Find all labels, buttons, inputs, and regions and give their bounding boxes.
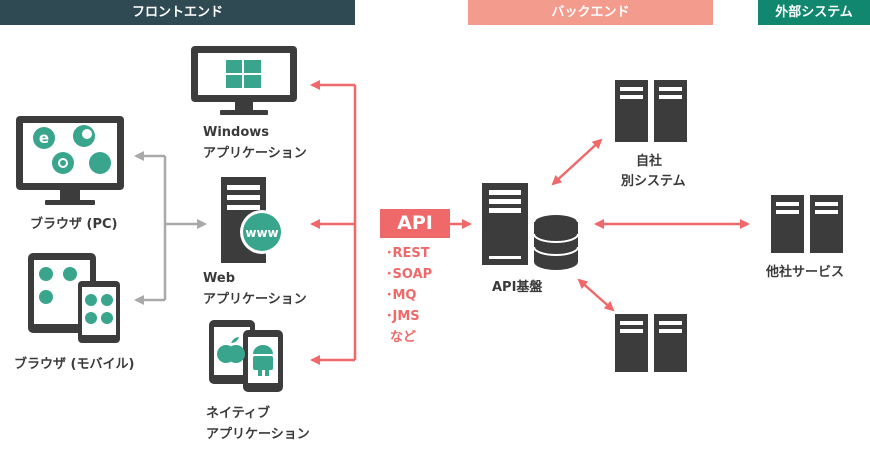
api-box: API: [380, 209, 450, 238]
api-platform-label: API基盤: [492, 280, 543, 295]
android-icon: [253, 345, 273, 376]
apple-icon: [217, 337, 245, 363]
web-app-label-1: Web: [203, 271, 235, 286]
safari-icon: [89, 152, 111, 174]
api-protocol-list: ･REST ･SOAP ･MQ ･JMS など: [386, 243, 432, 348]
other-service-server-icon: [771, 195, 843, 253]
api-platform-icon: [482, 183, 579, 270]
other-service-label: 他社サービス: [766, 265, 845, 280]
backend-header: バックエンド: [468, 0, 713, 25]
native-phones-icon: [209, 320, 283, 392]
protocol-item: ･SOAP: [386, 267, 433, 282]
browser-web-connector: [134, 151, 207, 305]
native-app-label-1: ネイティブ: [206, 406, 270, 421]
web-app-label-2: アプリケーション: [203, 292, 307, 307]
windows-app-label-1: Windows: [203, 125, 270, 140]
database-icon: [533, 213, 579, 270]
web-server-icon: www: [221, 177, 284, 263]
svg-text:www: www: [245, 226, 278, 240]
protocol-item: など: [390, 330, 417, 345]
browser-mobile-icon: [28, 253, 120, 343]
frontend-header: フロントエンド: [0, 0, 355, 25]
native-app-label-2: アプリケーション: [206, 427, 310, 442]
windows-app-label-2: アプリケーション: [203, 146, 307, 161]
browser-mobile-label: ブラウザ (モバイル): [14, 357, 135, 372]
globe-www-icon: [243, 213, 281, 251]
internal-system-server-icon: [615, 80, 687, 142]
protocol-item: ･JMS: [386, 309, 420, 324]
ie-icon: [33, 127, 55, 149]
protocol-item: ･REST: [386, 246, 430, 261]
internal-system-label-2: 別システム: [621, 174, 686, 189]
svg-text:e: e: [39, 129, 49, 147]
browser-pc-label: ブラウザ (PC): [30, 217, 118, 232]
internal-server-bottom-icon: [615, 314, 687, 372]
app-api-connector: [310, 80, 357, 365]
protocol-item: ･MQ: [386, 288, 417, 303]
browser-pc-monitor-icon: e: [16, 116, 124, 205]
windows-monitor-icon: [191, 46, 297, 115]
internal-system-label-1: 自社: [636, 154, 663, 169]
platform-bottom-arrow: [577, 278, 615, 312]
external-header: 外部システム: [758, 0, 870, 25]
windows-logo-icon: [226, 60, 261, 88]
platform-internal-arrow: [551, 138, 603, 186]
